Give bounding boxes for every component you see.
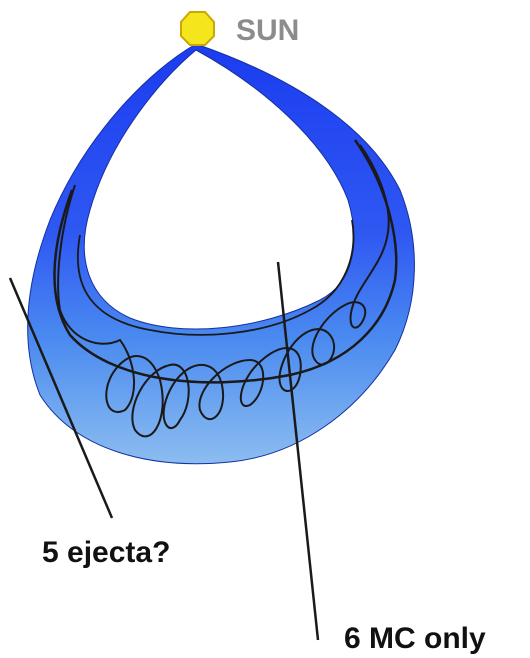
flux-rope-shell — [28, 44, 415, 464]
mc-only-label: 6 MC only — [344, 622, 486, 655]
sun-icon — [181, 12, 214, 45]
sun-label: SUN — [236, 14, 299, 47]
ejecta-label: 5 ejecta? — [42, 536, 170, 569]
